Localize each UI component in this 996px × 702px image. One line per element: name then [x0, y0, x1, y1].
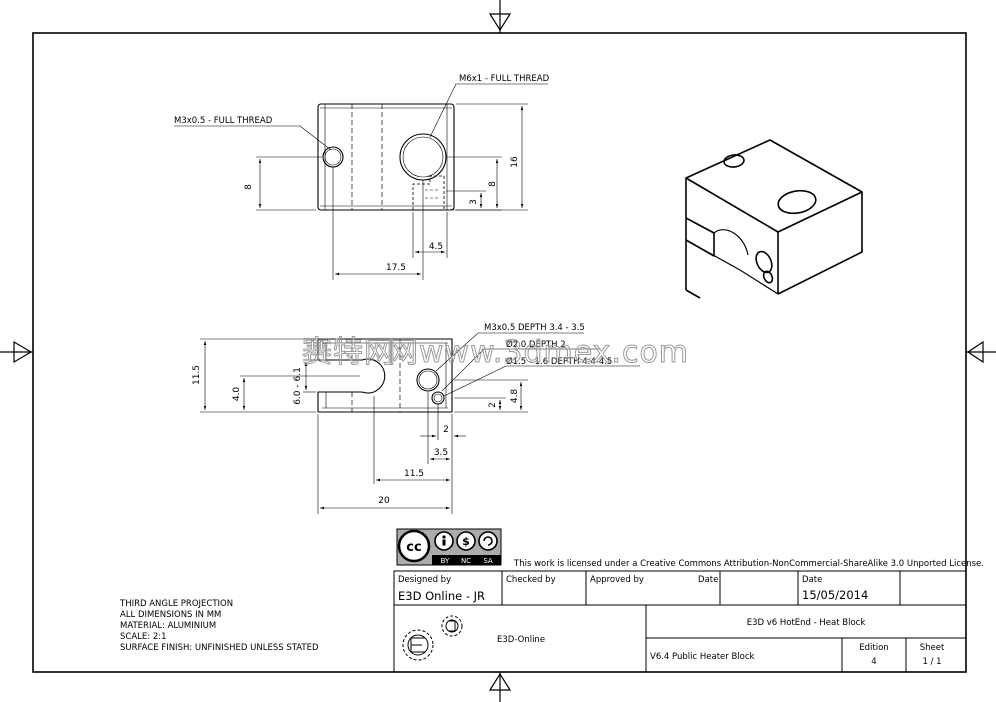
dim-top-side: 8 — [244, 184, 254, 190]
note-material: MATERIAL: ALUMINIUM — [120, 621, 216, 631]
edition-label: Edition — [859, 643, 888, 653]
cc-badge-sa: SA — [483, 557, 493, 565]
label-m3-thread: M3x0.5 - FULL THREAD — [174, 116, 273, 126]
date-value: 15/05/2014 — [802, 588, 868, 602]
dim-top-height: 16 — [510, 156, 520, 168]
dim-top-inner: 8 — [488, 181, 498, 187]
cc-logo-text: cc — [406, 540, 421, 555]
cc-badge-by: BY — [441, 557, 450, 565]
title-block — [393, 570, 967, 673]
isometric-view — [685, 139, 863, 299]
label-d2-depth: Ø2.0 DEPTH 2 — [506, 339, 566, 350]
dim-bottom-b2: 3.5 — [434, 448, 448, 458]
approved-date-label: Date — [698, 575, 718, 585]
note-surface: SURFACE FINISH: UNFINISHED UNLESS STATED — [120, 643, 319, 653]
designed-by-label: Designed by — [398, 575, 451, 585]
dim-bottom-b3: 11.5 — [404, 469, 424, 479]
cc-badge-nc: NC — [461, 557, 471, 565]
company-name: E3D-Online — [497, 635, 545, 645]
watermark-text: 网www.3dmex.com — [388, 335, 689, 370]
sheet-value: 1 / 1 — [922, 657, 941, 667]
top-view-labels: M6x1 - FULL THREAD M3x0.5 - FULL THREAD … — [174, 74, 550, 273]
label-d15-depth: Ø1.5 - 1.6 DEPTH 4.4-4.5 — [506, 356, 612, 367]
part-name: V6.4 Public Heater Block — [650, 652, 755, 662]
bottom-view-labels: M3x0.5 DEPTH 3.4 - 3.5 Ø2.0 DEPTH 2 Ø1.5… — [192, 323, 612, 506]
bottom-view — [317, 338, 453, 413]
approved-by-label: Approved by — [590, 575, 644, 585]
checked-by-label: Checked by — [506, 575, 556, 585]
dim-bottom-height: 11.5 — [192, 365, 202, 385]
title-block-text: Designed by E3D Online - JR Checked by A… — [398, 575, 945, 667]
dim-bottom-b4: 20 — [378, 496, 390, 506]
edition-value: 4 — [871, 657, 876, 667]
top-view — [317, 103, 455, 211]
dim-bottom-small: 2 — [488, 402, 498, 408]
label-m6-thread: M6x1 - FULL THREAD — [459, 74, 550, 84]
bottom-view-dimensions — [200, 332, 640, 514]
dim-top-small: 3 — [469, 199, 479, 205]
note-scale: SCALE: 2:1 — [120, 632, 167, 642]
watermark: 赛特网 网www.3dmex.com — [302, 335, 689, 371]
note-projection: THIRD ANGLE PROJECTION — [119, 599, 233, 609]
license-text[interactable]: This work is licensed under a Creative C… — [513, 559, 984, 569]
top-view-dimensions — [174, 83, 548, 280]
designed-by-value: E3D Online - JR — [398, 589, 485, 603]
dim-bottom-left: 4.0 — [232, 387, 242, 402]
label-m3-depth: M3x0.5 DEPTH 3.4 - 3.5 — [484, 323, 585, 333]
dim-top-offset: 4.5 — [429, 242, 443, 252]
general-notes: THIRD ANGLE PROJECTION ALL DIMENSIONS IN… — [119, 599, 319, 653]
e3d-gear-logo — [402, 615, 463, 661]
note-dimensions: ALL DIMENSIONS IN MM — [120, 610, 221, 620]
dim-bottom-b1: 2 — [443, 425, 449, 435]
drawing-title: E3D v6 HotEnd - Heat Block — [747, 618, 866, 628]
cc-license-badge: cc $ BY NC SA — [396, 528, 502, 566]
dim-bottom-right: 4.8 — [510, 389, 520, 404]
dim-bottom-slot: 6.0 - 6.1 — [293, 367, 303, 405]
dim-top-width: 17.5 — [386, 263, 406, 273]
sheet-label: Sheet — [920, 643, 945, 653]
watermark-cjk: 赛特网 — [302, 335, 395, 370]
svg-text:$: $ — [462, 535, 470, 548]
date-label: Date — [802, 575, 822, 585]
